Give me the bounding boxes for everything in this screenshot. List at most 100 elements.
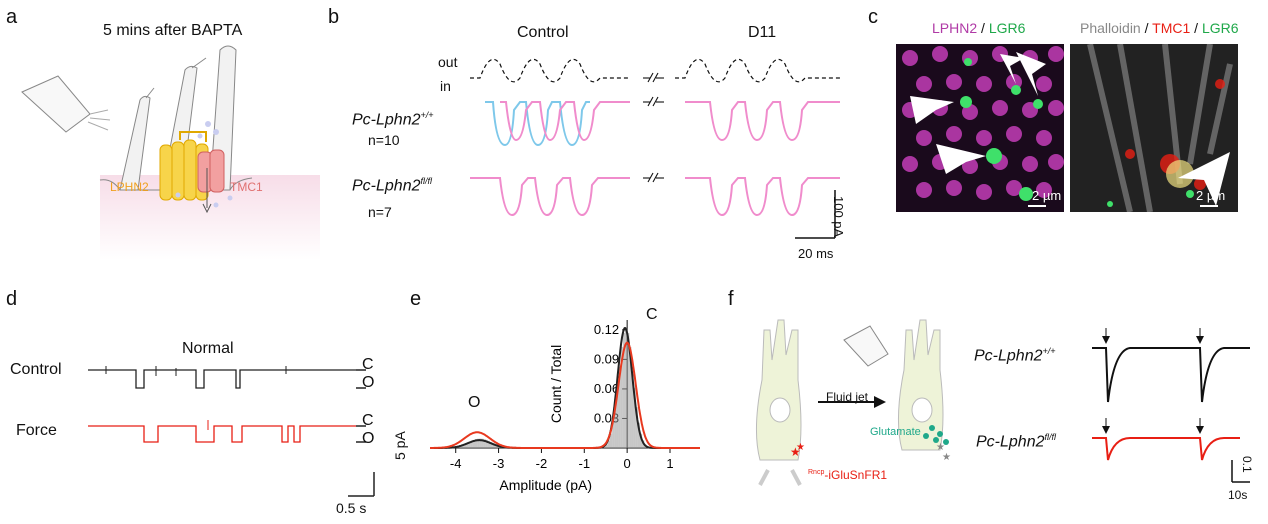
stimulus-trace-d11 bbox=[675, 58, 840, 83]
d-force-label: Force bbox=[16, 422, 57, 439]
c-right-scale-label: 2 µm bbox=[1196, 188, 1226, 203]
single-channel-traces bbox=[88, 366, 375, 497]
panel-e-label: e bbox=[410, 288, 422, 310]
histogram-bar bbox=[614, 407, 617, 448]
phalloidin-tmc1-lgr6-micrograph bbox=[1070, 44, 1238, 212]
hair-bundle-illustration bbox=[21, 45, 320, 260]
histogram-bar bbox=[618, 366, 621, 448]
histogram-bar bbox=[612, 422, 615, 448]
y-axis-label: Count / Total bbox=[548, 345, 564, 423]
panel-d-label: d bbox=[6, 288, 18, 310]
lphn2-label: LPHN2 bbox=[110, 180, 149, 194]
tmc1-channel-icon bbox=[197, 149, 225, 214]
histogram-bar bbox=[475, 439, 478, 448]
wt-control-trace-pink bbox=[500, 101, 630, 142]
glutamate-label: Glutamate bbox=[870, 426, 921, 438]
histogram-bar bbox=[629, 346, 632, 448]
glutamate-dots bbox=[923, 425, 949, 445]
svg-text:★: ★ bbox=[942, 452, 951, 463]
wt-glutamate-trace bbox=[1092, 347, 1250, 403]
d-scale-y-label: 5 pA bbox=[392, 431, 408, 460]
control-heading: Control bbox=[517, 24, 569, 41]
b-row2-genotype: Pc-Lphn2fl/fl bbox=[352, 176, 433, 195]
y-tick-label: 0.06 bbox=[594, 381, 619, 396]
histogram-bar bbox=[620, 346, 623, 448]
stimulus-trace-control bbox=[470, 58, 630, 83]
b-scale-y-label: 100 pA bbox=[831, 196, 846, 238]
wt-d11-trace bbox=[685, 101, 840, 142]
force-channel-trace bbox=[88, 425, 356, 443]
histogram-bar bbox=[627, 332, 630, 448]
tmc1-label: TMC1 bbox=[230, 180, 263, 194]
c-right-title: Phalloidin / TMC1 / LGR6 bbox=[1080, 20, 1239, 36]
c-left-title: LPHN2 / LGR6 bbox=[932, 20, 1026, 36]
histogram-bar bbox=[633, 387, 636, 448]
c-left-scale-label: 2 µm bbox=[1032, 188, 1062, 203]
x-tick-label: 1 bbox=[666, 456, 673, 471]
ko-control-trace bbox=[470, 177, 630, 217]
control-channel-trace bbox=[88, 369, 356, 389]
histogram-bar bbox=[622, 332, 625, 448]
histogram-bar bbox=[490, 441, 493, 448]
peak-c-label: C bbox=[646, 306, 658, 323]
break-marks bbox=[643, 72, 664, 183]
fluid-jet-label: Fluid jet bbox=[826, 390, 869, 404]
d-scale-bar bbox=[348, 472, 375, 497]
svg-text:★: ★ bbox=[796, 442, 805, 453]
f-row1-genotype: Pc-Lphn2+/+ bbox=[974, 346, 1056, 365]
ko-glutamate-trace bbox=[1092, 437, 1240, 461]
ko-d11-trace bbox=[685, 177, 840, 217]
histogram-bar bbox=[479, 438, 482, 448]
panel-b-label: b bbox=[328, 6, 340, 28]
histogram-bar bbox=[466, 442, 469, 448]
histogram-bar bbox=[462, 444, 465, 448]
stimulus-and-current-traces bbox=[470, 58, 840, 239]
control-closed-state-label: C bbox=[362, 356, 374, 373]
lphn2-lgr6-micrograph bbox=[896, 44, 1064, 212]
x-tick-label: -2 bbox=[536, 456, 548, 471]
peak-o-label: O bbox=[468, 394, 481, 411]
panel-c-label: c bbox=[868, 6, 878, 28]
sensor-red-stars: ★★ bbox=[790, 442, 805, 459]
histogram-bar bbox=[468, 441, 471, 448]
y-tick-label: 0.09 bbox=[594, 351, 619, 366]
histogram-bar bbox=[481, 438, 484, 448]
histogram-bar bbox=[605, 444, 608, 448]
x-tick-label: -4 bbox=[450, 456, 462, 471]
b-row1-n: n=10 bbox=[368, 132, 400, 148]
panel-a-label: a bbox=[6, 6, 18, 28]
control-open-state-label: O bbox=[362, 374, 375, 391]
f-scale-y-label: 0.1 bbox=[1240, 456, 1254, 473]
arrowhead-markers-left bbox=[910, 52, 1046, 174]
histogram-bar bbox=[603, 446, 606, 448]
histogram-bar bbox=[625, 327, 628, 448]
histogram-bar bbox=[610, 433, 613, 448]
histogram-bar bbox=[640, 433, 643, 448]
d-title: Normal bbox=[182, 340, 234, 357]
histogram-bar bbox=[487, 440, 490, 448]
x-axis-label: Amplitude (pA) bbox=[499, 477, 592, 493]
d-control-label: Control bbox=[10, 361, 62, 378]
histogram-bar bbox=[637, 422, 640, 448]
x-tick-label: -3 bbox=[493, 456, 505, 471]
histogram-bar bbox=[483, 439, 486, 448]
hair-cell-glutamate-illustration: ★★ ★★ bbox=[755, 319, 951, 486]
histogram-bar bbox=[631, 366, 634, 448]
histogram-bar bbox=[607, 440, 610, 448]
f-row2-genotype: Pc-Lphn2fl/fl bbox=[976, 432, 1057, 451]
out-label: out bbox=[438, 54, 458, 70]
sensor-label: Rncp-iGluSnFR1 bbox=[808, 468, 888, 482]
glutamate-response-traces bbox=[1092, 328, 1250, 483]
f-scale-x-label: 10s bbox=[1228, 488, 1248, 502]
histogram-bar bbox=[464, 443, 467, 448]
b-scale-x-label: 20 ms bbox=[798, 246, 834, 261]
panel-a-title: 5 mins after BAPTA bbox=[103, 22, 243, 39]
fit-curve-series-0 bbox=[430, 327, 700, 449]
b-row2-n: n=7 bbox=[368, 204, 392, 220]
arrowhead-marker-right bbox=[1178, 152, 1230, 206]
histogram-bar bbox=[470, 440, 473, 448]
b-scale-bar bbox=[795, 190, 836, 239]
d11-heading: D11 bbox=[748, 24, 777, 41]
b-row1-genotype: Pc-Lphn2+/+ bbox=[352, 110, 434, 129]
